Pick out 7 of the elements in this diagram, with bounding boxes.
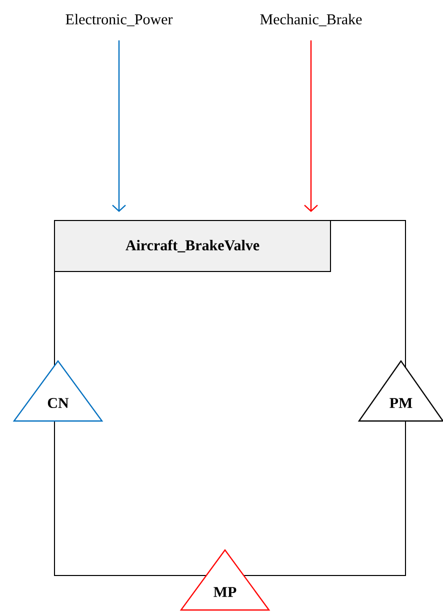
node-label: MP [214, 587, 236, 597]
node-label: PM [390, 398, 412, 408]
title-tab: Aircraft_BrakeValve [54, 220, 331, 272]
input-label: Electronic_Power [66, 14, 173, 26]
arrow [112, 40, 126, 212]
arrow [304, 40, 318, 212]
input-label: Mechanic_Brake [260, 14, 362, 26]
